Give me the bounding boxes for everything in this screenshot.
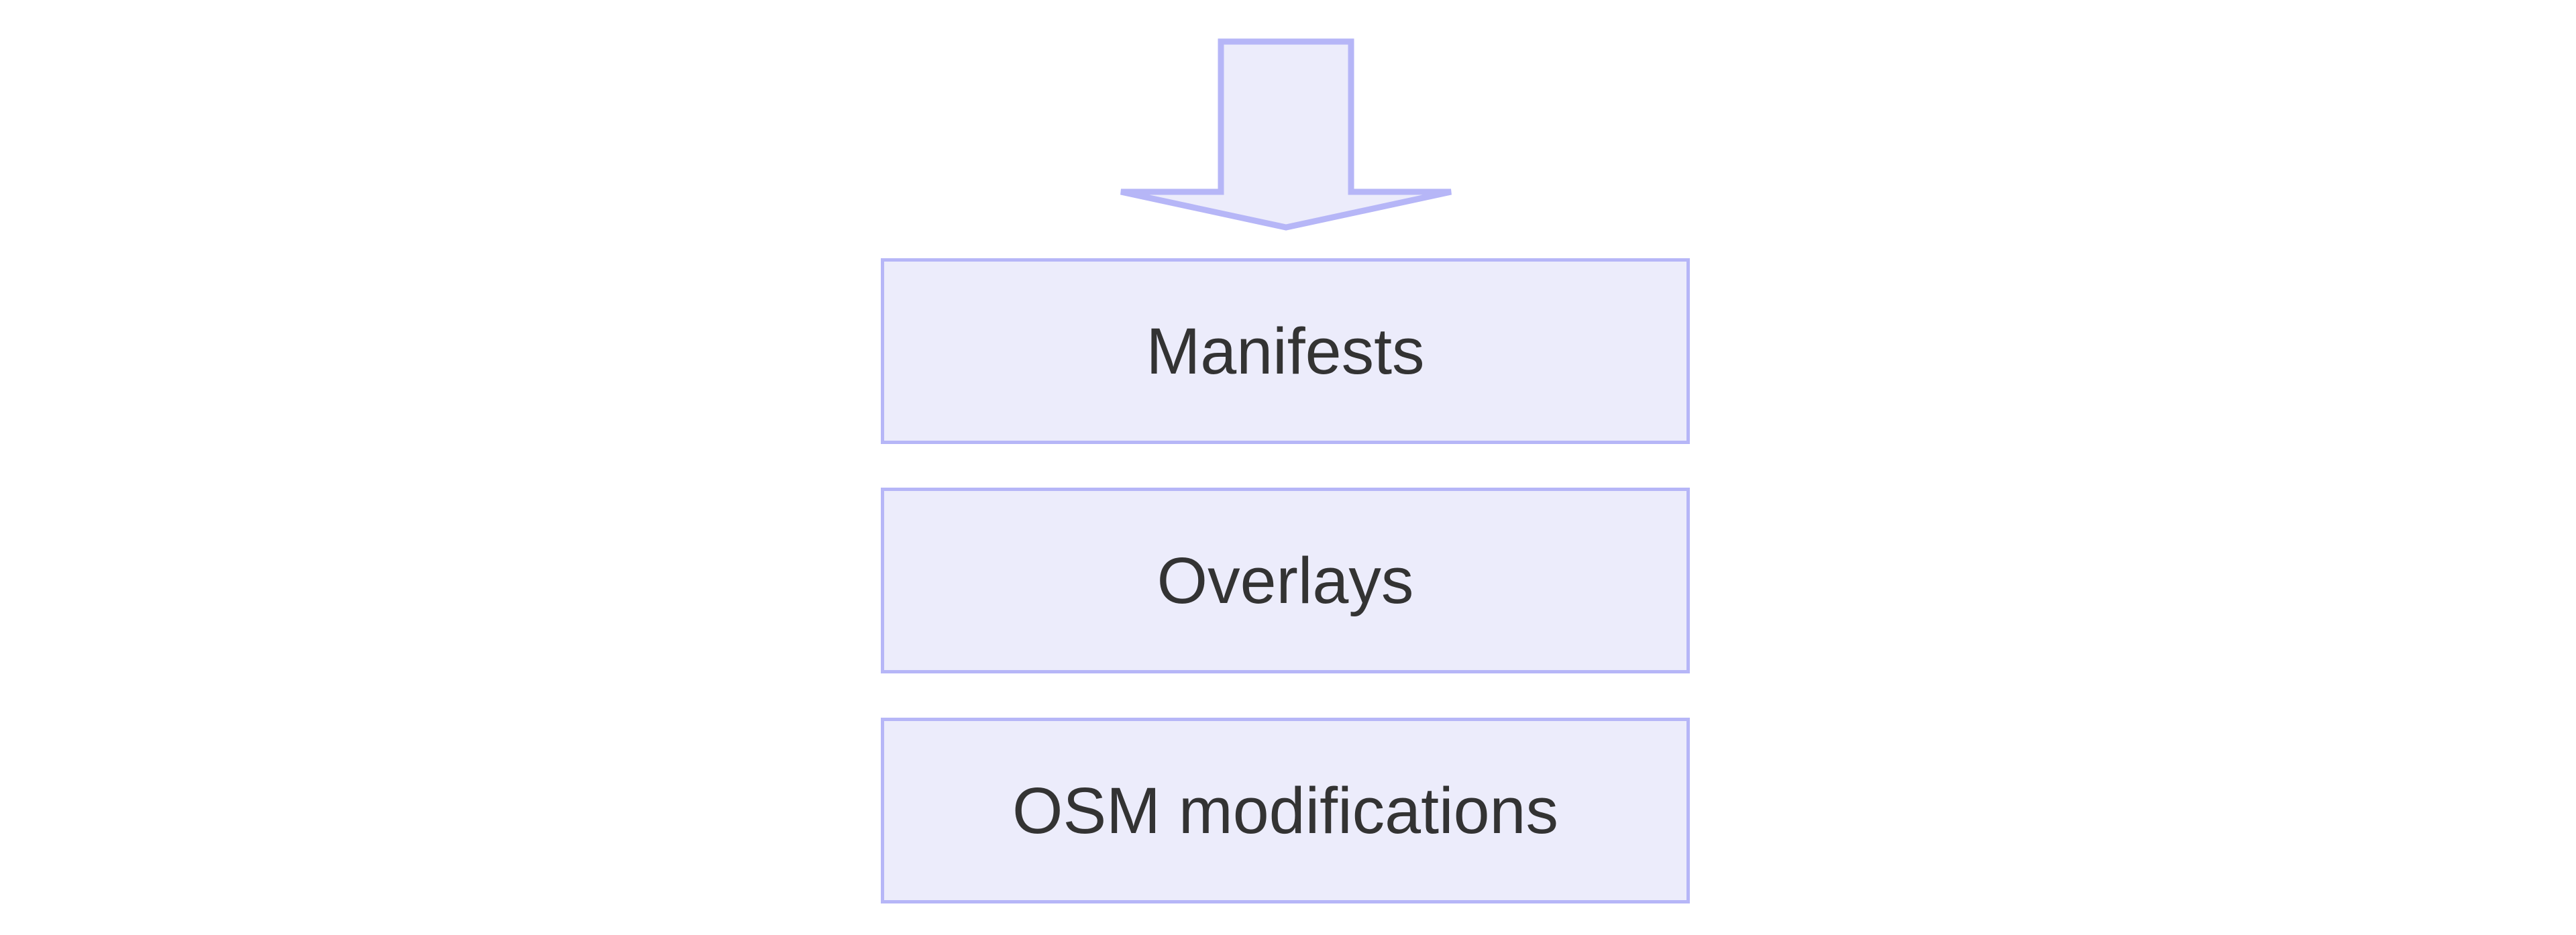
down-arrow-shape [1120,38,1452,231]
down-arrow [1119,38,1454,231]
node-overlays-label: Overlays [1157,544,1414,617]
down-arrow-icon [1120,38,1452,231]
node-manifests[interactable]: Manifests [881,258,1690,444]
node-osm-modifications-label: OSM modifications [1012,774,1558,847]
node-osm-modifications[interactable]: OSM modifications [881,718,1690,903]
node-manifests-label: Manifests [1146,315,1425,388]
node-overlays[interactable]: Overlays [881,488,1690,673]
